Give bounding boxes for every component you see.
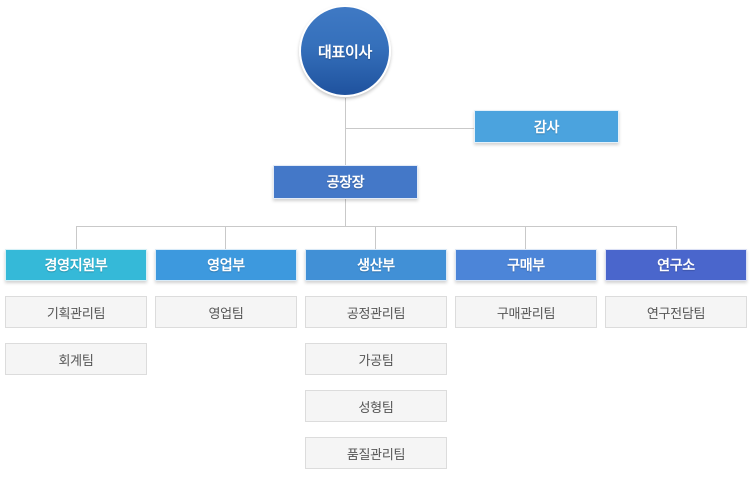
team-box-2-2[interactable]: 성형팀 [305, 390, 447, 422]
node-plant-manager[interactable]: 공장장 [273, 165, 418, 199]
dept-header-4[interactable]: 연구소 [605, 249, 747, 281]
team-box-1-0[interactable]: 영업팀 [155, 296, 297, 328]
team-box-4-0[interactable]: 연구전담팀 [605, 296, 747, 328]
node-auditor-label: 감사 [533, 119, 560, 136]
team-box-0-1-label: 회계팀 [58, 353, 94, 369]
dept-header-1-label: 영업부 [207, 258, 245, 274]
dept-header-0[interactable]: 경영지원부 [5, 249, 147, 281]
dept-header-2-label: 생산부 [357, 258, 395, 274]
team-box-2-1[interactable]: 가공팀 [305, 343, 447, 375]
node-ceo[interactable]: 대표이사 [299, 5, 391, 97]
team-box-1-0-label: 영업팀 [208, 306, 244, 322]
connector-auditor-horizontal [345, 128, 475, 129]
team-box-2-3-label: 품질관리팀 [346, 447, 406, 463]
team-box-2-0-label: 공정관리팀 [346, 306, 406, 322]
node-plant-manager-label: 공장장 [326, 175, 365, 191]
connector-drop-dept-1 [76, 226, 77, 249]
connector-plant-vertical [345, 199, 346, 226]
team-box-3-0[interactable]: 구매관리팀 [455, 296, 597, 328]
team-box-2-0[interactable]: 공정관리팀 [305, 296, 447, 328]
dept-header-0-label: 경영지원부 [44, 258, 108, 274]
team-box-0-0[interactable]: 기획관리팀 [5, 296, 147, 328]
connector-drop-dept-4 [525, 226, 526, 249]
team-box-4-0-label: 연구전담팀 [646, 306, 706, 322]
connector-drop-dept-5 [676, 226, 677, 249]
connector-distribution-bar [76, 226, 676, 227]
team-box-2-2-label: 성형팀 [358, 400, 394, 416]
node-auditor[interactable]: 감사 [474, 110, 619, 143]
team-box-2-1-label: 가공팀 [358, 353, 394, 369]
dept-header-1[interactable]: 영업부 [155, 249, 297, 281]
connector-drop-dept-2 [225, 226, 226, 249]
connector-ceo-vertical [345, 98, 346, 166]
team-box-2-3[interactable]: 품질관리팀 [305, 437, 447, 469]
team-box-3-0-label: 구매관리팀 [496, 306, 556, 322]
dept-header-2[interactable]: 생산부 [305, 249, 447, 281]
dept-header-3-label: 구매부 [507, 258, 545, 274]
dept-header-4-label: 연구소 [657, 258, 695, 274]
team-box-0-0-label: 기획관리팀 [46, 306, 106, 322]
team-box-0-1[interactable]: 회계팀 [5, 343, 147, 375]
connector-drop-dept-3 [375, 226, 376, 249]
dept-header-3[interactable]: 구매부 [455, 249, 597, 281]
node-ceo-label: 대표이사 [317, 42, 372, 61]
